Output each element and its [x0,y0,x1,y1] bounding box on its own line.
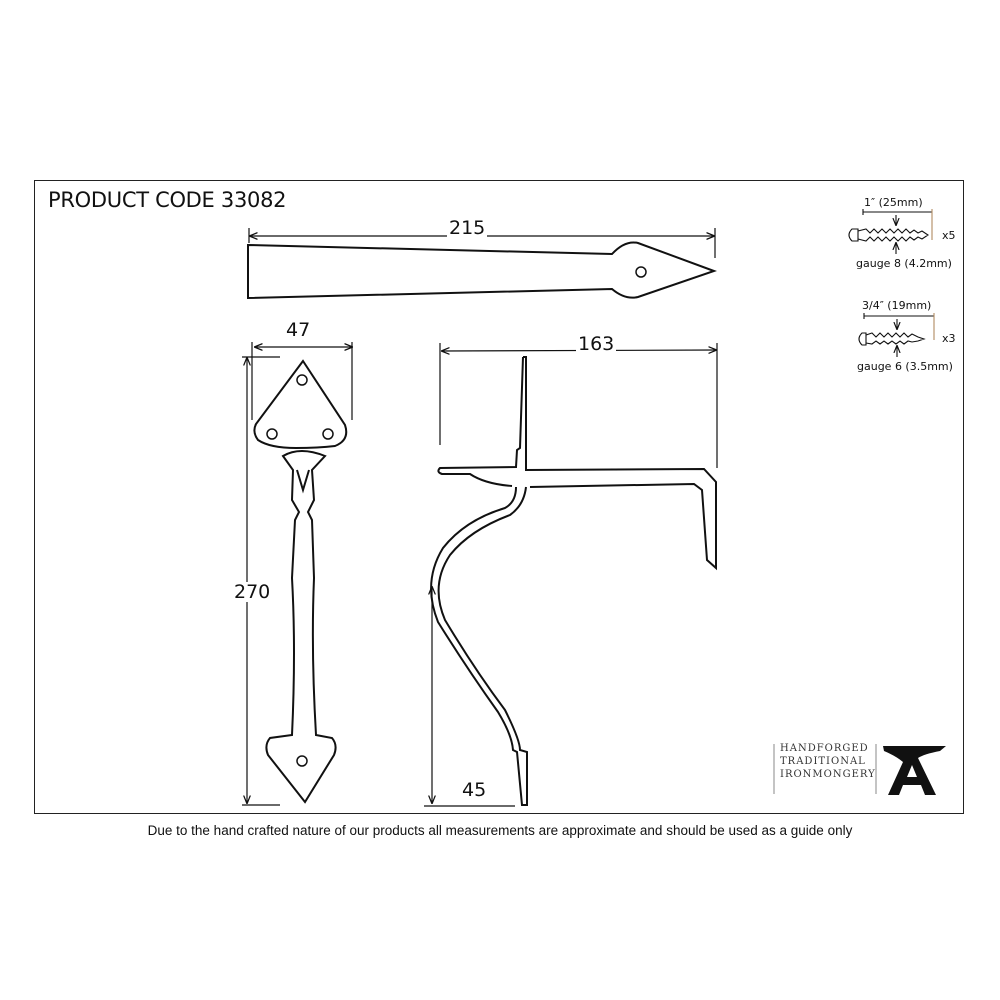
thumb-height-dimension [424,587,515,807]
thumb-height-label: 45 [460,779,489,801]
screw-1-quantity: x5 [942,229,956,242]
thumb-pad-drawing [247,241,717,300]
screw-1-length: 1″ (25mm) [864,196,923,209]
handle-drawing [253,359,348,804]
handle-height-dimension [242,356,280,806]
screw-2-length: 3/4″ (19mm) [862,299,932,312]
product-code: PRODUCT CODE 33082 [48,188,287,212]
latch-drawing [430,356,717,806]
handle-left-hole [266,428,278,440]
screw-2-gauge: gauge 6 (3.5mm) [857,360,953,373]
disclaimer: Due to the hand crafted nature of our pr… [147,823,853,838]
handle-width-dimension [251,342,352,420]
screw-2-quantity: x3 [942,332,956,345]
handle-bottom-hole [296,755,308,767]
screw-1-drawing [848,209,933,254]
brand-line-3: IRONMONGERY [780,769,876,780]
pad-length-label: 215 [447,217,488,239]
handle-width-label: 47 [284,319,313,341]
pad-screw-hole [635,266,647,278]
brand-line-2: TRADITIONAL [780,756,866,767]
handle-right-hole [322,428,334,440]
handle-top-hole [296,374,308,386]
brand-text: HANDFORGED TRADITIONAL IRONMONGERY [780,742,876,781]
handle-height-label: 270 [232,581,273,603]
brand-line-1: HANDFORGED [780,743,869,754]
anvil-logo-icon [883,746,946,795]
screw-2-drawing [858,313,935,357]
drawing-frame [34,180,964,814]
brand-block [773,744,946,795]
latch-length-label: 163 [576,333,617,355]
screw-1-gauge: gauge 8 (4.2mm) [856,257,952,270]
